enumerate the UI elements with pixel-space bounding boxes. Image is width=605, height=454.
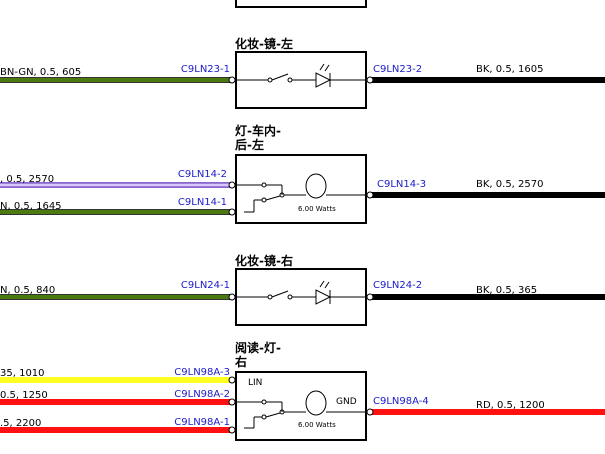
wire-label: N, 0.5, 1645 <box>0 201 62 212</box>
connector-label: C9LN24-1 <box>181 280 230 291</box>
power-rating: 6.00 Watts <box>298 205 336 213</box>
wire-label: BK, 0.5, 2570 <box>476 179 544 190</box>
component-reading-lamp-right[interactable]: 阅读-灯- 右 LIN GND 6.00 Watts <box>234 340 367 441</box>
component-title: 化妆-镜-右 <box>235 253 293 268</box>
wire-c9ln14-3[interactable]: C9LN14-3 BK, 0.5, 2570 <box>366 179 605 199</box>
component-title: 化妆-镜-左 <box>235 36 293 51</box>
connector-label: C9LN14-1 <box>178 197 227 208</box>
switch-lamp-symbol <box>236 280 366 305</box>
wire-c9ln98a-3[interactable]: 35, 1010 C9LN98A-3 <box>0 367 236 384</box>
wire-c9ln98a-2[interactable]: 0.5, 1250 C9LN98A-2 <box>0 389 236 406</box>
pin-label-lin: LIN <box>248 378 262 388</box>
power-rating: 6.00 Watts <box>298 421 336 429</box>
wire-label: .5, 2200 <box>0 418 41 429</box>
wire-label: N, 0.5, 840 <box>0 285 55 296</box>
component-title-line1: 阅读-灯- <box>235 340 281 355</box>
wire-label: BK, 0.5, 1605 <box>476 64 544 75</box>
wire-label: , 0.5, 2570 <box>0 174 54 185</box>
wire-c9ln98a-1[interactable]: .5, 2200 C9LN98A-1 <box>0 417 236 434</box>
wire-c9ln23-2[interactable]: C9LN23-2 BK, 0.5, 1605 <box>366 64 605 84</box>
component-vanity-mirror-right[interactable]: 化妆-镜-右 <box>235 253 367 326</box>
bulb-symbol <box>236 390 366 429</box>
component-interior-lamp-rear-left[interactable]: 灯-车内- 后-左 6.00 Watts <box>235 123 367 224</box>
pin-label-gnd: GND <box>336 397 357 407</box>
wire-label: BK, 0.5, 365 <box>476 285 537 296</box>
wire-c9ln98a-4[interactable]: C9LN98A-4 RD, 0.5, 1200 <box>366 396 605 416</box>
component-title-line1: 灯-车内- <box>235 123 281 138</box>
bulb-symbol <box>236 173 366 213</box>
connector-label: C9LN14-2 <box>178 169 227 180</box>
component-title-line2: 后-左 <box>235 137 264 152</box>
component-box <box>235 154 367 224</box>
wire-c9ln14-1[interactable]: N, 0.5, 1645 C9LN14-1 <box>0 197 236 216</box>
switch-lamp-symbol <box>236 63 366 88</box>
component-vanity-mirror-left[interactable]: 化妆-镜-左 <box>235 36 367 109</box>
wire-label: BN-GN, 0.5, 605 <box>0 67 81 78</box>
partial-component-box <box>235 0 367 8</box>
wire-label: RD, 0.5, 1200 <box>476 400 545 411</box>
connector-label: C9LN98A-1 <box>174 417 230 428</box>
component-box <box>235 371 367 441</box>
component-title-line2: 右 <box>234 354 247 369</box>
wire-c9ln24-2[interactable]: C9LN24-2 BK, 0.5, 365 <box>366 280 605 301</box>
connector-label: C9LN23-1 <box>181 64 230 75</box>
connector-label: C9LN24-2 <box>373 280 422 291</box>
wire-c9ln24-1[interactable]: N, 0.5, 840 C9LN24-1 <box>0 280 236 301</box>
wire-c9ln23-1[interactable]: BN-GN, 0.5, 605 C9LN23-1 <box>0 64 236 84</box>
wire-label: 0.5, 1250 <box>0 390 48 401</box>
connector-label: C9LN98A-3 <box>174 367 230 378</box>
connector-label: C9LN14-3 <box>377 179 426 190</box>
wire-label: 35, 1010 <box>0 368 45 379</box>
wire-c9ln14-2[interactable]: , 0.5, 2570 C9LN14-2 <box>0 169 236 189</box>
connector-label: C9LN23-2 <box>373 64 422 75</box>
connector-label: C9LN98A-2 <box>174 389 230 400</box>
connector-label: C9LN98A-4 <box>373 396 429 407</box>
